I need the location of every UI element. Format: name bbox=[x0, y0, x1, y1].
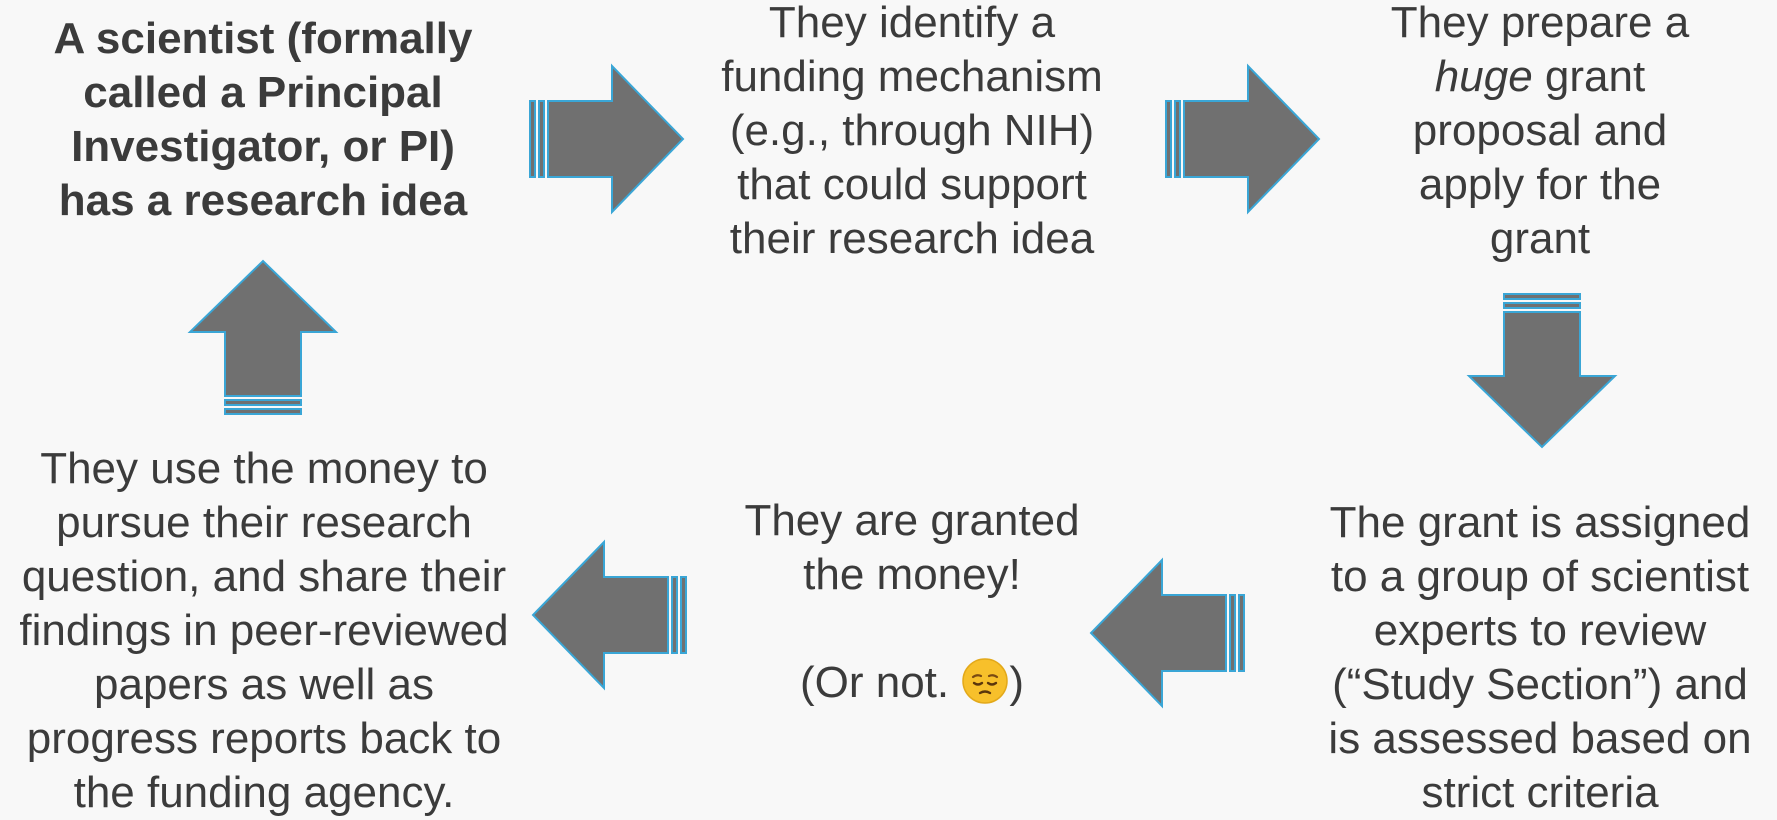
emphasis-huge: huge bbox=[1434, 52, 1533, 101]
step-line: (“Study Section”) and bbox=[1332, 660, 1748, 709]
step-line: The grant is assigned bbox=[1329, 498, 1751, 547]
arrow-up-use-money-to-idea bbox=[187, 259, 339, 415]
step-line: They identify a bbox=[768, 0, 1056, 47]
arrow-left-review-to-granted bbox=[1089, 557, 1245, 709]
step-granted-money: They are granted the money! (Or not. ) bbox=[672, 494, 1152, 710]
step-line: They prepare a bbox=[1390, 0, 1690, 47]
aside-text: ) bbox=[1009, 658, 1025, 707]
step-line: findings in peer-reviewed bbox=[19, 606, 509, 655]
step-aside: (Or not. ) bbox=[672, 656, 1152, 710]
step-line: to a group of scientist bbox=[1330, 552, 1750, 601]
step-line: funding mechanism bbox=[721, 52, 1103, 101]
step-line: is assessed based on bbox=[1328, 714, 1752, 763]
step-grant-review: The grant is assigned to a group of scie… bbox=[1300, 496, 1777, 820]
step-use-money: They use the money to pursue their resea… bbox=[0, 442, 528, 820]
step-line: pursue their research bbox=[56, 498, 472, 547]
step-line: their research idea bbox=[729, 214, 1095, 263]
arrow-left-granted-to-use-money bbox=[531, 539, 687, 691]
arrow-right-idea-to-funding bbox=[529, 63, 685, 215]
step-line: huge grant bbox=[1300, 50, 1777, 104]
step-line: They use the money to bbox=[40, 444, 488, 493]
step-line: proposal and bbox=[1412, 106, 1668, 155]
arrow-down-proposal-to-review bbox=[1466, 293, 1618, 449]
step-line: strict criteria bbox=[1421, 768, 1659, 817]
aside-text: (Or not. bbox=[799, 658, 962, 707]
step-line: They are granted bbox=[744, 496, 1080, 545]
step-research-idea: A scientist (formally called a Principal… bbox=[18, 12, 508, 228]
step-line: grant bbox=[1489, 214, 1591, 263]
step-line: apply for the bbox=[1418, 160, 1662, 209]
step-line: papers as well as bbox=[94, 660, 434, 709]
step-line: the money! bbox=[803, 550, 1021, 599]
blank-line bbox=[672, 602, 1152, 656]
step-line: called a Principal bbox=[83, 68, 443, 117]
step-line: (e.g., through NIH) bbox=[729, 106, 1095, 155]
step-prepare-proposal: They prepare a huge grant proposal and a… bbox=[1300, 0, 1777, 266]
step-line: that could support bbox=[737, 160, 1087, 209]
step-line: question, and share their bbox=[21, 552, 507, 601]
step-line: experts to review bbox=[1373, 606, 1707, 655]
step-line: A scientist (formally bbox=[53, 14, 473, 63]
step-line: has a research idea bbox=[58, 176, 468, 225]
step-line: the funding agency. bbox=[73, 768, 455, 817]
step-line: progress reports back to bbox=[26, 714, 502, 763]
arrow-right-funding-to-proposal bbox=[1165, 63, 1321, 215]
step-line: Investigator, or PI) bbox=[71, 122, 455, 171]
pensive-face-icon bbox=[962, 658, 1009, 705]
step-identify-funding: They identify a funding mechanism (e.g.,… bbox=[672, 0, 1152, 266]
step-line-rest: grant bbox=[1532, 52, 1646, 101]
